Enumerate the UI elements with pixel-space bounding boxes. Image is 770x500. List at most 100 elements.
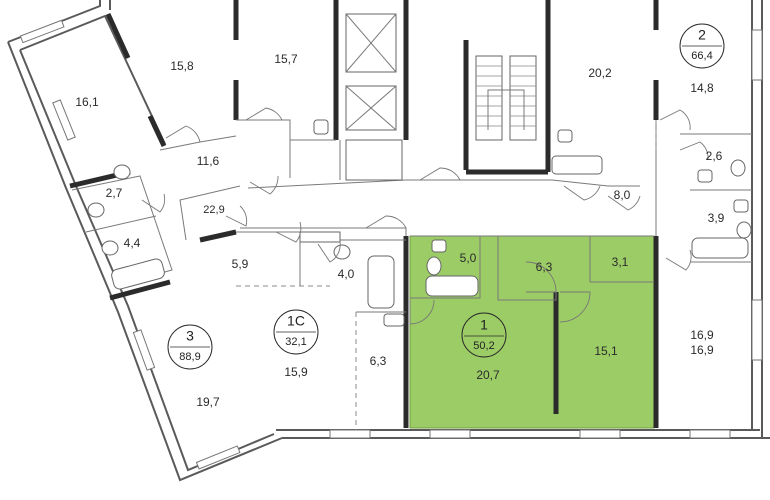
left-wing-west-wall [7,41,283,482]
apartment-number: 1С [287,313,305,329]
apartment-badge-3[interactable]: 3 88,9 [167,324,213,370]
room-area-label: 6,3 [536,260,553,274]
door-swing [665,249,692,271]
door-swing [365,215,407,229]
bathtub [551,155,603,175]
room-area-label: 3,9 [708,211,725,225]
window [429,429,471,439]
structural-walls [69,0,659,428]
dashed-borders [236,120,657,430]
room-area-label: 20,2 [588,66,612,80]
stair-flight-left [475,55,503,141]
apartment-area: 50,2 [473,340,494,352]
bathtub [367,255,395,309]
room-area-label: 14,8 [690,81,714,95]
toilet [113,164,131,180]
door-swing [563,185,601,201]
bathtub [111,258,165,290]
elevator-3 [345,139,403,181]
room-area-label: 22,9 [203,204,224,216]
window [689,429,731,439]
door-swing [225,205,248,227]
staircase [475,55,537,141]
room-area-label: 2,6 [706,149,723,163]
room-area-label: 6,3 [370,354,387,368]
window [579,429,621,439]
room-area-label: 3,1 [612,255,629,269]
sink [431,239,447,253]
apartment-badge-2[interactable]: 2 66,4 [679,23,725,69]
wall-lobby-a [159,135,237,151]
room-area-label: 5,9 [232,257,249,271]
wall-apt1-closet [589,236,654,283]
door-swing [245,107,283,121]
apartment-area: 88,9 [179,351,200,363]
sink [383,313,405,327]
window [19,19,65,44]
window [52,99,76,141]
apartment-number: 3 [186,328,194,344]
toilet [736,221,752,239]
apartment-area: 32,1 [285,336,306,348]
room-area-label: 19,7 [196,395,220,409]
apartment-badge-1c[interactable]: 1С 32,1 [273,309,319,355]
toilet [87,202,105,218]
wall-apt1-bath [410,236,481,299]
door-swing [409,299,435,325]
room-area-label: 15,8 [170,59,194,73]
room-area-label: 20,7 [476,368,500,382]
wall-segment [147,114,167,148]
left-wing-inner-wall [19,14,166,145]
apartment-badge-1[interactable]: 1 50,2 [461,312,507,358]
room-area-label: 8,0 [614,188,631,202]
room-labels: 15,8 15,7 16,1 11,6 2,7 22,9 4,4 5,9 4,0… [75,52,724,409]
wall-corridor [247,179,640,189]
room-area-label: 5,0 [460,251,477,265]
door-swing [141,193,166,213]
room-area-label: 15,9 [284,365,308,379]
sink [557,129,573,143]
wall-bath-left2 [85,215,157,233]
door-swing [317,241,341,263]
room-area-label: 15,1 [594,344,618,358]
apartment-number: 2 [698,27,706,43]
doors [141,107,709,325]
sink [299,231,341,243]
wall-corridor-top [236,119,336,141]
window [329,429,371,439]
toilet [426,256,442,276]
apartment-number: 1 [480,317,488,333]
door-swing [165,125,201,143]
elevator-2-cross [345,85,397,131]
fixtures [87,119,752,327]
door-swing [275,221,302,243]
room-area-label: 16,9 [690,343,714,357]
stair-flight-right [509,55,537,141]
sink [697,169,713,183]
wall-segment [109,279,171,301]
window [195,445,241,470]
toilet [333,244,351,260]
room-area-label: 15,7 [274,52,298,66]
sink [313,119,329,135]
door-swing [679,141,709,161]
bathtub [425,275,479,297]
room-area-label: 16,1 [75,95,99,109]
door-swing [607,195,641,211]
room-area-label: 4,0 [338,267,355,281]
wall-apt1-hall [497,236,557,301]
door-swing [659,109,691,131]
room-area-label: 4,4 [124,236,141,250]
window [751,29,763,81]
window [132,329,156,371]
window [751,299,763,361]
room-area-label: 11,6 [197,154,220,168]
elevator-shafts [345,13,403,181]
bathtub [691,237,749,259]
room-area-label: 2,7 [106,186,123,200]
sink [733,199,749,213]
apartment-badge-1-circle [461,312,507,358]
apartment-area: 66,4 [691,50,712,62]
elevator-1-cross [345,13,397,73]
